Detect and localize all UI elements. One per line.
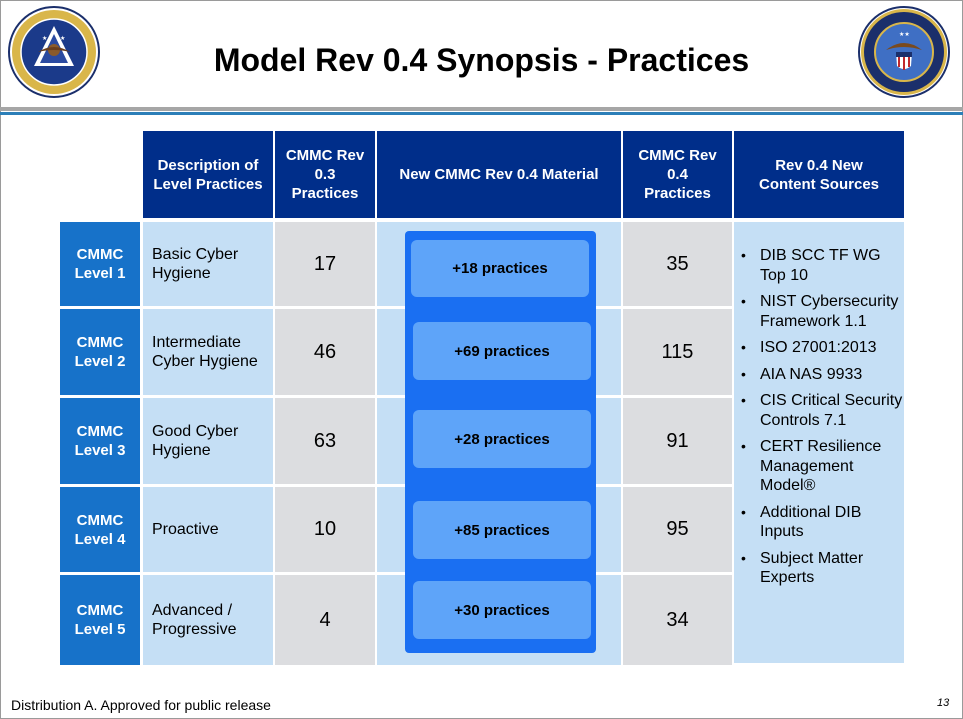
source-item: AIA NAS 9933 — [734, 365, 904, 385]
source-item: NIST Cybersecurity Framework 1.1 — [734, 292, 904, 331]
level-3-description: Good Cyber Hygiene — [143, 398, 273, 484]
header-rev04: CMMC Rev 0.4 Practices — [623, 131, 732, 218]
source-item: CERT Resilience Management Model® — [734, 437, 904, 496]
level-1-added-practices: +18 practices — [411, 240, 589, 297]
level-2-added-practices: +69 practices — [413, 322, 591, 380]
level-1-label: CMMC Level 1 — [60, 222, 140, 306]
header-description: Description of Level Practices — [143, 131, 273, 218]
osd-acquisition-seal-icon: ★ ★ — [8, 6, 100, 98]
level-5-rev04-count: 34 — [623, 575, 732, 665]
level-2-label: CMMC Level 2 — [60, 309, 140, 395]
level-4-rev03-count: 10 — [275, 487, 375, 572]
level-5-rev03-count: 4 — [275, 575, 375, 665]
level-2-rev04-count: 115 — [623, 309, 732, 395]
content-sources-list: DIB SCC TF WG Top 10 NIST Cybersecurity … — [734, 222, 904, 588]
level-5-added-practices: +30 practices — [413, 581, 591, 639]
content-sources-panel: DIB SCC TF WG Top 10 NIST Cybersecurity … — [734, 222, 904, 663]
level-5-description: Advanced / Progressive — [143, 575, 273, 665]
header-new-material: New CMMC Rev 0.4 Material — [377, 131, 621, 218]
source-item: Subject Matter Experts — [734, 549, 904, 588]
level-3-label: CMMC Level 3 — [60, 398, 140, 484]
source-item: Additional DIB Inputs — [734, 503, 904, 542]
page-number: 13 — [937, 697, 950, 709]
department-of-defense-seal-icon: ★★ — [858, 6, 950, 98]
level-4-added-practices: +85 practices — [413, 501, 591, 559]
title-divider-blue — [0, 112, 963, 115]
svg-text:★: ★ — [42, 35, 47, 42]
source-item: ISO 27001:2013 — [734, 338, 904, 358]
svg-text:★★: ★★ — [899, 31, 910, 38]
level-3-added-practices: +28 practices — [413, 410, 591, 468]
level-4-label: CMMC Level 4 — [60, 487, 140, 572]
distribution-statement: Distribution A. Approved for public rele… — [11, 697, 271, 713]
source-item: DIB SCC TF WG Top 10 — [734, 246, 904, 285]
level-3-rev03-count: 63 — [275, 398, 375, 484]
level-1-description: Basic Cyber Hygiene — [143, 222, 273, 306]
header-sources: Rev 0.4 New Content Sources — [734, 131, 904, 218]
level-4-description: Proactive — [143, 487, 273, 572]
level-2-rev03-count: 46 — [275, 309, 375, 395]
level-2-description: Intermediate Cyber Hygiene — [143, 309, 273, 395]
level-1-rev04-count: 35 — [623, 222, 732, 306]
title-divider-gray — [0, 107, 963, 111]
header-rev03: CMMC Rev 0.3 Practices — [275, 131, 375, 218]
slide-title: Model Rev 0.4 Synopsis - Practices — [213, 42, 750, 78]
level-1-rev03-count: 17 — [275, 222, 375, 306]
source-item: CIS Critical Security Controls 7.1 — [734, 391, 904, 430]
level-3-rev04-count: 91 — [623, 398, 732, 484]
svg-text:★: ★ — [60, 35, 65, 42]
level-4-rev04-count: 95 — [623, 487, 732, 572]
level-5-label: CMMC Level 5 — [60, 575, 140, 665]
